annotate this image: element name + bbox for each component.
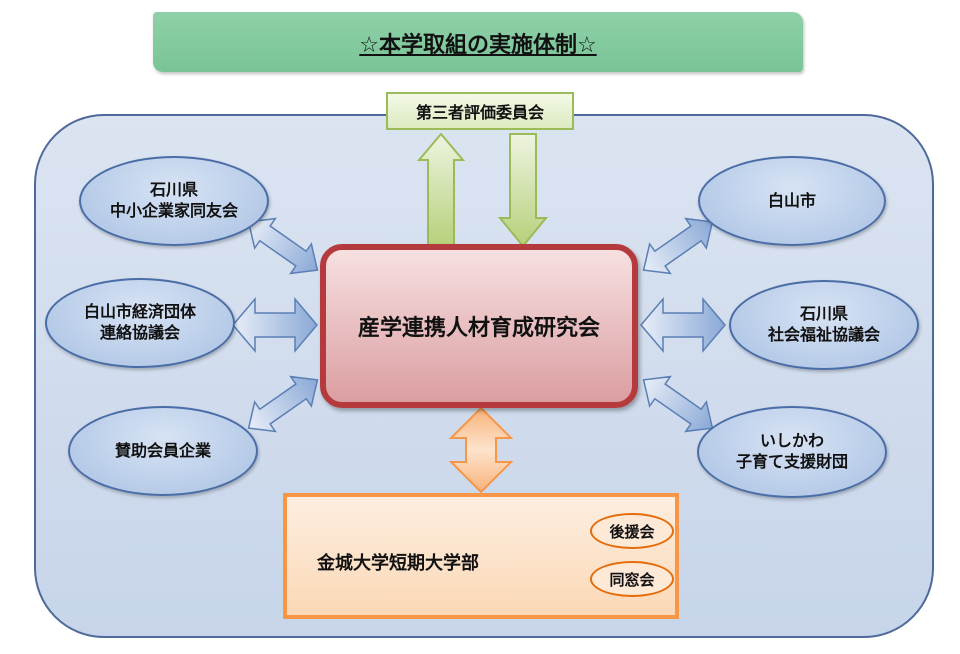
arrow-left-bottom: [247, 375, 319, 433]
node-line1: 石川県: [799, 304, 848, 324]
node-line1: 石川県: [149, 180, 198, 200]
university-box: 金城大学短期大学部: [283, 493, 679, 619]
node-line1: いしかわ: [759, 431, 824, 451]
arrow-right-middle: [640, 296, 726, 354]
arrow-center-university: [448, 406, 514, 494]
arrow-left-top: [247, 217, 319, 275]
node-line2: 中小企業家同友会: [109, 201, 238, 220]
node-line1: 白山市: [767, 190, 816, 210]
research-group-box: 産学連携人材育成研究会: [320, 244, 638, 408]
node-line2: 子育て支援財団: [735, 452, 848, 471]
group-label: 後援会: [609, 522, 655, 541]
alumni-association-node: 同窓会: [590, 561, 674, 597]
arrow-left-middle: [232, 296, 318, 354]
title-banner: ☆本学取組の実施体制☆: [153, 12, 803, 72]
node-ishikawa-social-welfare-council: 石川県 社会福祉協議会: [729, 280, 919, 370]
node-hakusan-city: 白山市: [698, 156, 886, 246]
node-line2: 社会福祉協議会: [767, 325, 880, 344]
diagram-title: ☆本学取組の実施体制☆: [359, 33, 597, 58]
node-line1: 白山市経済団体: [83, 302, 196, 322]
arrow-up-to-evaluation: [416, 132, 466, 247]
group-label: 同窓会: [609, 570, 655, 589]
node-line2: 連絡協議会: [99, 323, 180, 342]
supporters-association-node: 後援会: [590, 513, 674, 549]
node-line1: 賛助会員企業: [114, 440, 211, 460]
node-supporting-member-companies: 賛助会員企業: [68, 406, 258, 496]
node-ishikawa-childcare-foundation: いしかわ 子育て支援財団: [697, 406, 887, 498]
university-label: 金城大学短期大学部: [317, 553, 479, 574]
node-ishikawa-sme-association: 石川県 中小企業家同友会: [79, 156, 269, 246]
evaluation-committee-label: 第三者評価委員会: [415, 103, 544, 122]
research-group-label: 産学連携人材育成研究会: [357, 316, 600, 341]
arrow-down-from-evaluation: [497, 133, 549, 248]
evaluation-committee-box: 第三者評価委員会: [386, 92, 574, 130]
node-hakusan-economic-council: 白山市経済団体 連絡協議会: [45, 278, 235, 368]
